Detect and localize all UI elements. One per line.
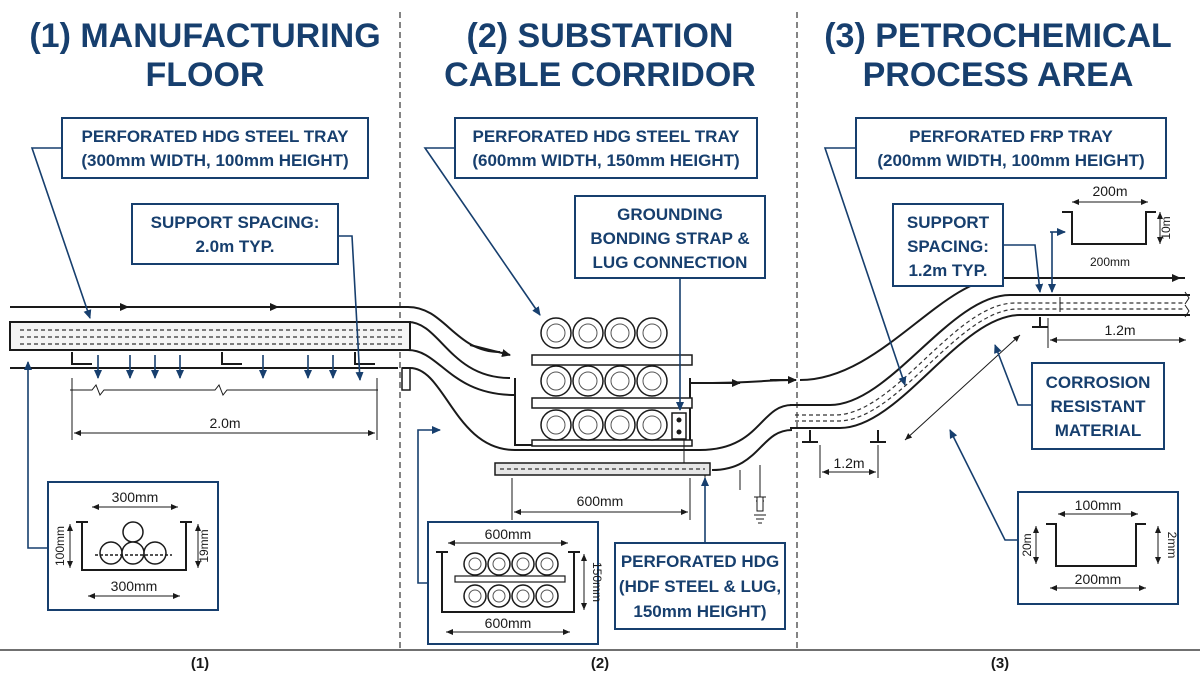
panel-substation: 600mm PERFORATED HDG STEEL TRAY (600mm W… <box>398 117 796 672</box>
substation-section-bottom-width: 600mm <box>485 615 532 631</box>
load-arrows <box>94 355 337 379</box>
support-label-box <box>131 203 339 265</box>
petro-tray-label-line2: (200mm WIDTH, 100mm HEIGHT) <box>877 151 1144 170</box>
hdg-label-line3: 150mm HEIGHT) <box>633 602 766 621</box>
section-substation-leader <box>417 426 441 584</box>
petro-support-label-box <box>892 203 1004 287</box>
petro-support-label-line2: SPACING: <box>907 237 989 256</box>
grounding-label-line1: GROUNDING <box>617 205 723 224</box>
flow-arrow-2a <box>469 344 511 357</box>
section-bottom-width: 300mm <box>111 578 158 594</box>
petro-section-left-height: 20m <box>1020 533 1034 556</box>
petro-support-leader <box>1003 244 1044 293</box>
substation-tray-label-line1: PERFORATED HDG STEEL TRAY <box>473 127 741 146</box>
footer-3: (3) <box>991 655 1009 672</box>
panel-petrochemical: 1.2m 1.2m PERFORATED FRP TRAY (200mm WID… <box>770 117 1190 672</box>
corrosion-label-line1: CORROSION <box>1046 373 1151 392</box>
grounding-label-line3: LUG CONNECTION <box>593 253 748 272</box>
hdg-label-box <box>614 542 786 630</box>
petro-section-right-height: 2mm <box>1165 532 1179 559</box>
petro-tray-leader <box>823 147 907 386</box>
span-dim-label: 2.0m <box>209 415 240 431</box>
substation-width-dim: 600mm <box>577 493 624 509</box>
tray-label-line2: (300mm WIDTH, 100mm HEIGHT) <box>81 151 348 170</box>
tray-label-box <box>61 117 369 179</box>
section-right-height: 19mm <box>197 529 211 562</box>
panel-manufacturing: 2.0m PERFORATED HDG STEEL TRAY (300mm WI… <box>9 117 411 672</box>
mini-section-height: 10m <box>1159 216 1173 239</box>
hdg-label-line2: (HDF STEEL & LUG, <box>619 577 781 596</box>
grounding-lug <box>671 412 687 440</box>
supports-petrochemical <box>802 430 886 443</box>
petro-support-label-line1: SUPPORT <box>907 213 990 232</box>
panel-dividers <box>0 12 1200 651</box>
petro-section-leader <box>949 429 1018 541</box>
support-label-line2: 2.0m TYP. <box>195 237 274 256</box>
footer-2: (2) <box>591 655 609 672</box>
support-label-leader <box>338 235 364 381</box>
mini-section-top-width: 200m <box>1092 183 1127 199</box>
tray-label-leader <box>30 147 92 319</box>
petro-section-bottom-width: 200mm <box>1075 571 1122 587</box>
petro-tray-label-line1: PERFORATED FRP TRAY <box>909 127 1113 146</box>
petro-tray-label-box <box>855 117 1167 179</box>
title-manufacturing-line1: (1) MANUFACTURING <box>29 17 380 55</box>
substation-tray-label-line2: (600mm WIDTH, 150mm HEIGHT) <box>472 151 739 170</box>
corrosion-label-box <box>1031 362 1165 450</box>
title-manufacturing-line2: FLOOR <box>146 56 265 94</box>
corrosion-label-line3: MATERIAL <box>1055 421 1142 440</box>
petro-right-span-dim: 1.2m <box>1104 322 1135 338</box>
grounding-label-box <box>574 195 766 279</box>
title-petrochemical-line2: PROCESS AREA <box>863 56 1134 94</box>
substation-section-height: 150mm <box>590 562 604 602</box>
petro-left-span-dim: 1.2m <box>833 455 864 471</box>
title-petrochemical-line1: (3) PETROCHEMICAL <box>824 17 1172 55</box>
tray-label-line1: PERFORATED HDG STEEL TRAY <box>82 127 350 146</box>
cable-section <box>122 521 144 543</box>
substation-section-cables <box>463 552 559 608</box>
title-substation-line1: (2) SUBSTATION <box>467 17 734 55</box>
substation-section-top-width: 600mm <box>485 526 532 542</box>
tray-section-shape <box>81 522 187 571</box>
substation-tray-leader <box>423 147 541 316</box>
petro-section-top-width: 100mm <box>1075 497 1122 513</box>
mini-section-bottom-width: 200mm <box>1090 255 1130 269</box>
cable-bundle-substation <box>540 317 668 441</box>
footer-1: (1) <box>191 655 209 672</box>
title-substation-line2: CABLE CORRIDOR <box>444 56 756 94</box>
support-label-line1: SUPPORT SPACING: <box>151 213 320 232</box>
section-top-width: 300mm <box>112 489 159 505</box>
section-left-height: 100mm <box>53 526 67 566</box>
substation-tray-label-box <box>454 117 758 179</box>
hdg-label-line1: PERFORATED HDG <box>621 552 779 571</box>
tray-base <box>494 462 711 476</box>
tray-manufacturing <box>9 321 411 351</box>
mini-tray-section <box>1062 211 1156 245</box>
corrosion-label-line2: RESISTANT <box>1050 397 1146 416</box>
grounding-label-line2: BONDING STRAP & <box>590 229 749 248</box>
corrosion-leader <box>994 344 1032 406</box>
supports-manufacturing <box>71 352 375 365</box>
petro-support-label-line3: 1.2m TYP. <box>908 261 987 280</box>
section-leader <box>24 361 48 549</box>
